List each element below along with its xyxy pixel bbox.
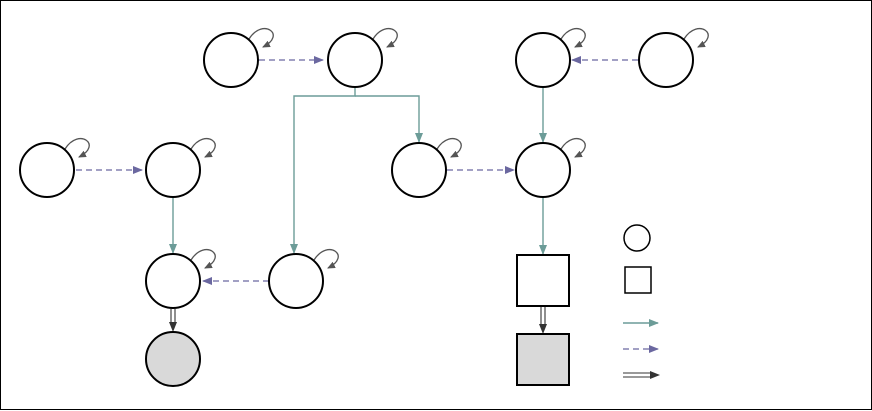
state-node-g xyxy=(391,142,447,198)
state-node-f xyxy=(145,142,201,198)
state-node-h xyxy=(515,142,571,198)
self-loop-node-b xyxy=(372,28,398,48)
terminal-square-node xyxy=(516,333,570,386)
self-loop-node-f xyxy=(190,138,216,158)
nodes xyxy=(19,32,694,387)
self-loop-node-i xyxy=(190,249,216,269)
double-edges xyxy=(169,307,547,334)
state-node-j xyxy=(268,253,324,309)
state-node-a xyxy=(203,32,259,88)
square-node xyxy=(516,254,570,307)
self-loop-node-c xyxy=(560,28,586,48)
self-loop-node-g xyxy=(436,138,462,158)
teal-edge-b-g xyxy=(355,95,423,143)
self-loops xyxy=(64,28,709,269)
state-node-c xyxy=(515,32,571,88)
state-node-i xyxy=(145,253,201,309)
state-node-d xyxy=(638,32,694,88)
teal-edge-b-i xyxy=(290,88,356,254)
legend-square-symbol xyxy=(624,266,652,294)
self-loop-node-j xyxy=(313,249,339,269)
legend-circle-symbol xyxy=(623,224,651,252)
dashed-edges xyxy=(76,56,638,285)
self-loop-node-d xyxy=(683,28,709,48)
state-node-b xyxy=(327,32,383,88)
self-loop-node-e xyxy=(64,138,90,158)
teal-edges xyxy=(169,88,547,255)
self-loop-node-h xyxy=(560,138,586,158)
self-loop-node-a xyxy=(248,28,274,48)
legend xyxy=(623,224,660,379)
state-node-e xyxy=(19,142,75,198)
terminal-circle-node xyxy=(145,331,201,387)
